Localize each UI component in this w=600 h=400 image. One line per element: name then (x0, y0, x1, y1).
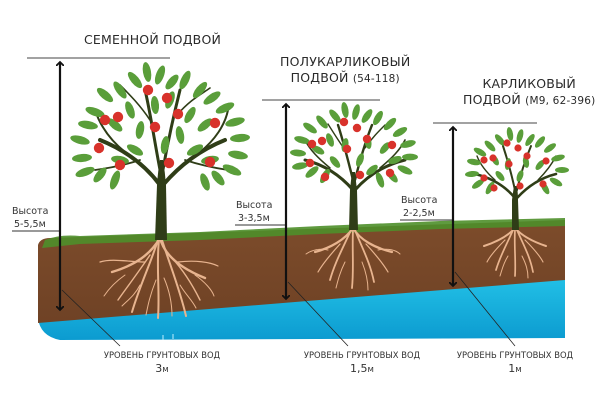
height-caption: Высота (401, 195, 438, 206)
leader-line-dwarf (454, 271, 516, 347)
title-seed-line1: СЕМЕННОЙ ПОДВОЙ (84, 32, 222, 47)
title-dwarf-rootstock: КАРЛИКОВЫЙ ПОДВОЙ (М9, 62-396) (463, 76, 595, 109)
groundwater-depth: 1,5м (350, 362, 374, 375)
leaves (290, 102, 418, 188)
height-value: 2-2,5м (403, 208, 435, 219)
tree-dwarf (465, 127, 569, 279)
apples (480, 139, 550, 192)
grass-band (42, 218, 565, 248)
apples (93, 84, 221, 171)
groundwater-label-dwarf: УРОВЕНЬ ГРУНТОВЫХ ВОД 1м (453, 349, 577, 378)
height-value: 3-3,5м (238, 213, 270, 224)
groundwater-depth: 1м (508, 362, 522, 375)
apples (305, 117, 397, 182)
title-semi-dwarf-line1: ПОЛУКАРЛИКОВЫЙ (280, 54, 411, 69)
title-semi-dwarf-code: (54-118) (352, 73, 400, 85)
height-label-seed: Высота 5-5,5м (12, 205, 48, 231)
groundwater-layer (38, 278, 565, 340)
height-caption: Высота (12, 206, 49, 217)
trunk (512, 186, 519, 230)
groundwater-caption: УРОВЕНЬ ГРУНТОВЫХ ВОД (456, 350, 574, 360)
tree-seed (70, 62, 250, 319)
title-dwarf-code: (М9, 62-396) (525, 95, 596, 107)
leader-line-semi-dwarf (287, 281, 349, 347)
groundwater-label-seed: УРОВЕНЬ ГРУНТОВЫХ ВОД 3м (100, 349, 224, 378)
height-label-semi-dwarf: Высота 3-3,5м (236, 199, 272, 225)
groundwater-depth: 3м (155, 362, 169, 375)
height-value: 5-5,5м (14, 219, 46, 230)
title-seed-rootstock: СЕМЕННОЙ ПОДВОЙ (84, 32, 221, 48)
height-label-dwarf: Высота 2-2,5м (401, 194, 437, 220)
tree-semi-dwarf (290, 102, 418, 291)
roots-icon (99, 236, 219, 319)
title-dwarf-line1: КАРЛИКОВЫЙ (482, 76, 576, 91)
water-sparkle (162, 334, 174, 340)
groundwater-caption: УРОВЕНЬ ГРУНТОВЫХ ВОД (303, 350, 421, 360)
roots-icon (483, 227, 547, 279)
leaves (465, 127, 569, 195)
leader-line-seed (61, 289, 121, 347)
title-semi-dwarf-line2: ПОДВОЙ (290, 70, 349, 85)
groundwater-caption: УРОВЕНЬ ГРУНТОВЫХ ВОД (103, 350, 221, 360)
title-dwarf-line2: ПОДВОЙ (463, 92, 521, 107)
groundwater-label-semi-dwarf: УРОВЕНЬ ГРУНТОВЫХ ВОД 1,5м (300, 349, 424, 378)
title-semi-dwarf-rootstock: ПОЛУКАРЛИКОВЫЙ ПОДВОЙ (54-118) (280, 54, 410, 87)
height-caption: Высота (236, 200, 273, 211)
roots-icon (305, 226, 401, 291)
